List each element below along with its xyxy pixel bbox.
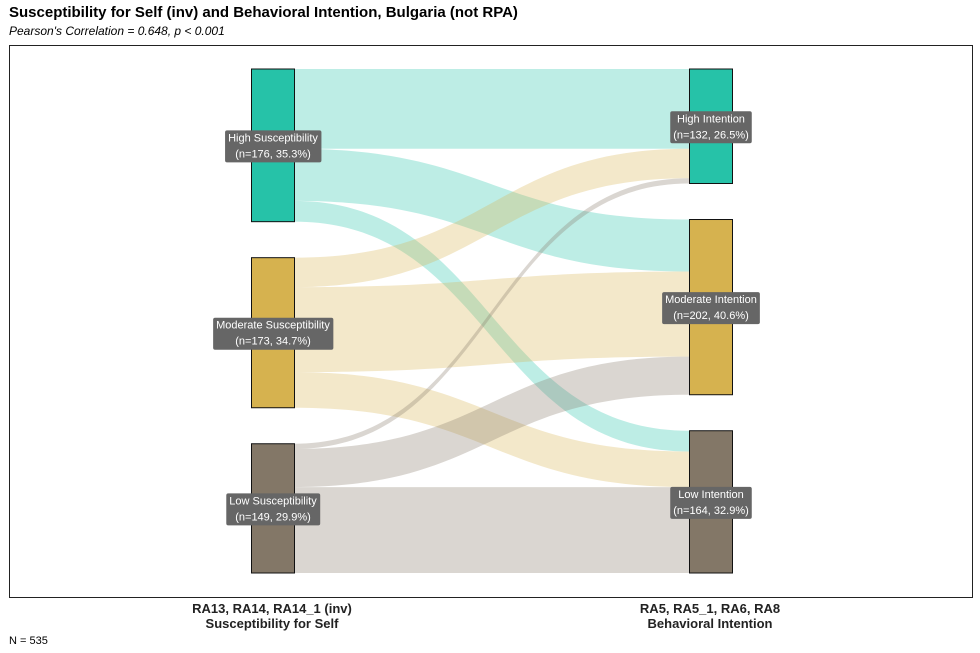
right-node-count: (n=202, 40.6%)	[673, 310, 749, 322]
left-node-label-moderate: Moderate Susceptibility (n=173, 34.7%)	[213, 317, 334, 350]
right-node-name: Moderate Intention	[665, 294, 757, 306]
plot-frame	[9, 45, 973, 598]
label-background	[225, 130, 322, 163]
left-node-count: (n=149, 29.9%)	[235, 511, 311, 523]
flows-layer	[294, 69, 689, 573]
right-node-label-high: High Intention (n=132, 26.5%)	[670, 111, 752, 144]
chart-subtitle: Pearson's Correlation = 0.648, p < 0.001	[9, 24, 225, 38]
left-axis-line2: Susceptibility for Self	[205, 616, 339, 631]
left-node-count: (n=176, 35.3%)	[235, 148, 311, 160]
right-node-label-moderate: Moderate Intention (n=202, 40.6%)	[662, 292, 760, 325]
flow-high-to-moderate	[294, 148, 689, 272]
label-background	[662, 292, 760, 325]
left-node-name: Moderate Susceptibility	[216, 320, 330, 332]
flow-high-to-low	[294, 200, 689, 452]
right-node-name: High Intention	[677, 113, 745, 125]
flow-moderate-to-moderate	[294, 271, 689, 373]
right-node-name: Low Intention	[678, 489, 743, 501]
chart-title: Susceptibility for Self (inv) and Behavi…	[9, 4, 518, 21]
right-axis-line1: RA5, RA5_1, RA6, RA8	[639, 601, 781, 616]
left-node-name: Low Susceptibility	[229, 495, 317, 507]
right-node-count: (n=132, 26.5%)	[673, 129, 749, 141]
left-node-count: (n=173, 34.7%)	[235, 336, 311, 348]
flow-low-to-moderate	[294, 356, 689, 488]
label-background	[670, 486, 752, 519]
left-axis-label: RA13, RA14, RA14_1 (inv) Susceptibility …	[142, 601, 402, 631]
right-axis-line2: Behavioral Intention	[647, 616, 773, 631]
flow-high-to-high	[294, 69, 689, 149]
flow-moderate-to-low	[294, 372, 689, 488]
left-node-label-low: Low Susceptibility (n=149, 29.9%)	[226, 493, 321, 526]
left-axis-line1: RA13, RA14, RA14_1 (inv)	[192, 601, 352, 616]
left-node-label-high: High Susceptibility (n=176, 35.3%)	[225, 130, 322, 163]
right-node-label-low: Low Intention (n=164, 32.9%)	[670, 486, 752, 519]
right-axis-label: RA5, RA5_1, RA6, RA8 Behavioral Intentio…	[580, 601, 840, 631]
label-background	[213, 317, 334, 350]
left-node-name: High Susceptibility	[228, 132, 318, 144]
sample-size-note: N = 535	[9, 635, 48, 647]
flow-low-to-high	[294, 178, 689, 449]
label-background	[226, 493, 321, 526]
label-background	[670, 111, 752, 144]
right-node-count: (n=164, 32.9%)	[673, 505, 749, 517]
flow-low-to-low	[294, 487, 689, 573]
flow-moderate-to-high	[294, 148, 689, 288]
labels-layer: High Susceptibility (n=176, 35.3%) Moderat…	[213, 111, 760, 526]
